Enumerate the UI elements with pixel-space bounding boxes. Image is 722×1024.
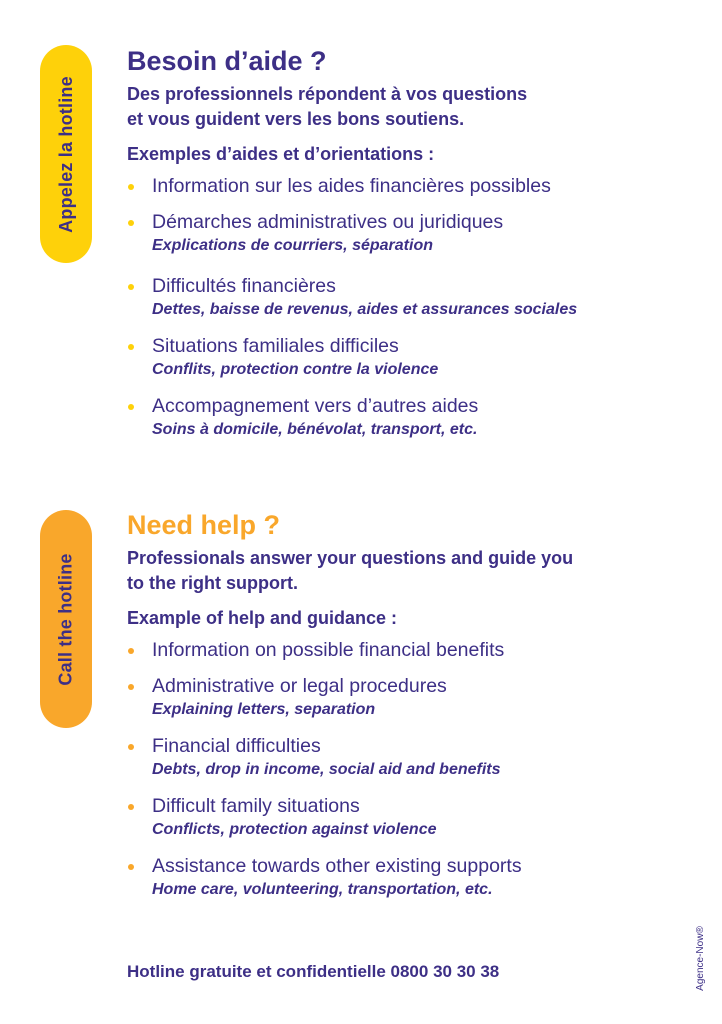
intro-en-line-1: Professionals answer your questions and … (127, 548, 574, 568)
item-subtitle: Debts, drop in income, social aid and be… (152, 761, 501, 778)
section-french: Besoin d’aide ? Des professionnels répon… (127, 44, 687, 453)
item-title: Difficult family situations (152, 795, 360, 817)
item-subtitle: Conflits, protection contre la violence (152, 361, 439, 378)
help-list-en: Information on possible financial benefi… (127, 637, 687, 901)
hotline-pill-en-label: Call the hotline (55, 552, 76, 686)
hotline-pill-en: Call the hotline (40, 510, 92, 728)
item-title: Difficultés financières (152, 275, 336, 297)
intro-fr-line-2: et vous guident vers les bons soutiens. (127, 109, 465, 129)
hotline-pill-fr: Appelez la hotline (40, 45, 92, 263)
bullet-icon (128, 864, 134, 870)
hotline-pill-fr-label: Appelez la hotline (55, 75, 76, 233)
item-title: Administrative or legal procedures (152, 675, 447, 697)
agency-credit: Agence-Now® (690, 918, 710, 998)
item-title: Situations familiales difficiles (152, 335, 399, 357)
item-title: Accompagnement vers d’autres aides (152, 395, 479, 417)
bullet-icon (128, 648, 134, 654)
intro-en: Professionals answer your questions and … (127, 546, 687, 596)
section-english: Need help ? Professionals answer your qu… (127, 508, 687, 913)
list-item: Accompagnement vers d’autres aides Soins… (127, 393, 687, 441)
intro-fr-line-1: Des professionnels répondent à vos quest… (127, 84, 528, 104)
bullet-icon (128, 344, 134, 350)
help-list-fr: Information sur les aides financières po… (127, 173, 687, 441)
agency-credit-label: Agence-Now® (694, 925, 706, 991)
item-title: Information on possible financial benefi… (152, 639, 505, 661)
bullet-icon (128, 284, 134, 290)
list-item: Information on possible financial benefi… (127, 637, 687, 663)
list-item: Administrative or legal procedures Expla… (127, 673, 687, 721)
item-subtitle: Soins à domicile, bénévolat, transport, … (152, 421, 478, 438)
bullet-icon (128, 804, 134, 810)
list-item: Situations familiales difficiles Conflit… (127, 333, 687, 381)
item-subtitle: Explaining letters, separation (152, 701, 376, 718)
item-subtitle: Conflicts, protection against violence (152, 821, 437, 838)
list-item: Difficult family situations Conflicts, p… (127, 793, 687, 841)
examples-heading-en: Example of help and guidance : (127, 608, 398, 628)
title-en: Need help ? (127, 510, 281, 540)
intro-en-line-2: to the right support. (127, 573, 298, 593)
bullet-icon (128, 744, 134, 750)
list-item: Information sur les aides financières po… (127, 173, 687, 199)
item-subtitle: Dettes, baisse de revenus, aides et assu… (152, 301, 578, 318)
intro-fr: Des professionnels répondent à vos quest… (127, 82, 687, 132)
item-subtitle: Home care, volunteering, transportation,… (152, 881, 493, 898)
hotline-footer: Hotline gratuite et confidentielle 0800 … (127, 962, 500, 981)
examples-heading-fr: Exemples d’aides et d’orientations : (127, 144, 435, 164)
title-fr: Besoin d’aide ? (127, 46, 327, 76)
item-title: Financial difficulties (152, 735, 321, 757)
bullet-icon (128, 184, 134, 190)
list-item: Démarches administratives ou juridiques … (127, 209, 687, 257)
item-title: Assistance towards other existing suppor… (152, 855, 522, 877)
bullet-icon (128, 404, 134, 410)
list-item: Financial difficulties Debts, drop in in… (127, 733, 687, 781)
item-title: Démarches administratives ou juridiques (152, 211, 504, 233)
bullet-icon (128, 684, 134, 690)
item-subtitle: Explications de courriers, séparation (152, 237, 433, 254)
item-title: Information sur les aides financières po… (152, 175, 551, 197)
list-item: Difficultés financières Dettes, baisse d… (127, 273, 687, 321)
bullet-icon (128, 220, 134, 226)
list-item: Assistance towards other existing suppor… (127, 853, 687, 901)
